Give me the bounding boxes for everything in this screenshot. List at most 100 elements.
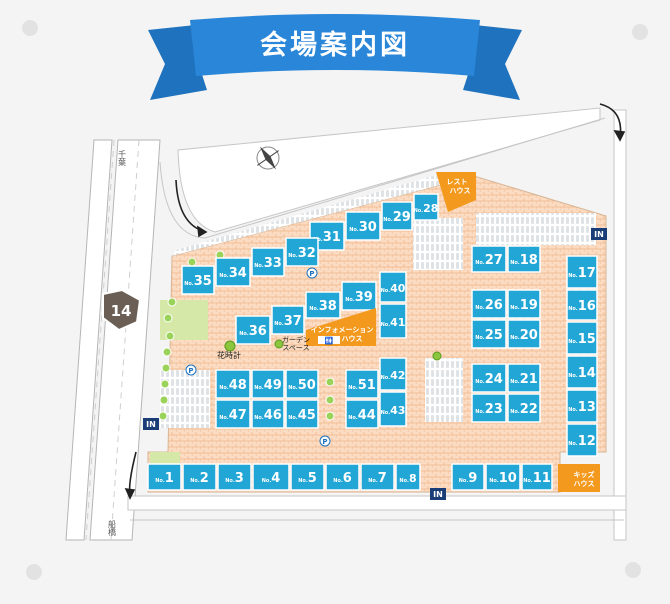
parking-icon: P — [309, 270, 314, 278]
house-no-6[interactable]: No.6 — [325, 463, 360, 491]
house-no-15[interactable]: No.15 — [566, 321, 598, 355]
route-14-sign: 14 — [102, 288, 142, 332]
kids-house[interactable]: キッズハウス — [558, 464, 600, 492]
toward-north-label: 千葉 — [118, 149, 127, 167]
house-number: No.11 — [523, 471, 551, 486]
house-number: No.20 — [510, 328, 538, 343]
highway: 千葉 船橋 — [65, 139, 161, 541]
tree-icon — [159, 395, 169, 405]
house-block — [379, 303, 407, 339]
house-no-27[interactable]: No.27 — [471, 245, 507, 273]
house-block — [566, 321, 598, 355]
house-no-9[interactable]: No.9 — [451, 463, 485, 491]
house-no-44[interactable]: No.44 — [345, 399, 379, 429]
house-block — [251, 399, 285, 429]
house-number: No.10 — [489, 471, 517, 486]
information-house[interactable]: インフォメーションハウス 🚻 — [306, 308, 376, 346]
house-no-26[interactable]: No.26 — [471, 289, 507, 319]
house-no-45[interactable]: No.45 — [285, 399, 319, 429]
corner-dot — [22, 20, 38, 36]
house-block — [305, 291, 341, 319]
house-number: No.25 — [475, 328, 503, 343]
house-block — [290, 463, 325, 491]
tree-icon — [162, 347, 172, 357]
house-number: No.16 — [568, 299, 596, 314]
house-no-12[interactable]: No.12 — [566, 423, 598, 457]
house-block — [251, 369, 285, 399]
entrance-label: IN — [146, 420, 156, 429]
house-no-41[interactable]: No.41 — [379, 303, 407, 339]
house-block — [147, 463, 182, 491]
house-no-23[interactable]: No.23 — [471, 393, 507, 423]
house-block — [566, 355, 598, 389]
house-no-51[interactable]: No.51 — [345, 369, 379, 399]
house-no-2[interactable]: No.2 — [182, 463, 217, 491]
house-no-7[interactable]: No.7 — [360, 463, 395, 491]
house-number: No.14 — [568, 366, 596, 381]
house-number: No.2 — [190, 471, 209, 486]
house-number: No.27 — [475, 253, 503, 268]
house-no-39[interactable]: No.39 — [341, 281, 377, 311]
house-no-18[interactable]: No.18 — [507, 245, 541, 273]
house-block — [251, 247, 285, 277]
house-number: No.49 — [254, 378, 282, 393]
house-no-47[interactable]: No.47 — [215, 399, 251, 429]
house-no-37[interactable]: No.37 — [271, 305, 305, 335]
tree-icon — [325, 377, 335, 387]
house-no-17[interactable]: No.17 — [566, 255, 598, 289]
house-no-29[interactable]: No.29 — [381, 201, 413, 231]
house-no-30[interactable]: No.30 — [345, 211, 381, 241]
house-block — [345, 399, 379, 429]
house-no-1[interactable]: No.1 — [147, 463, 182, 491]
house-block — [566, 289, 598, 321]
house-no-10[interactable]: No.10 — [485, 463, 521, 491]
house-no-38[interactable]: No.38 — [305, 291, 341, 319]
rest-house[interactable]: レストハウス — [436, 172, 476, 212]
house-number: No.40 — [381, 282, 406, 295]
house-no-48[interactable]: No.48 — [215, 369, 251, 399]
house-no-43[interactable]: No.43 — [379, 391, 407, 427]
house-no-16[interactable]: No.16 — [566, 289, 598, 321]
house-no-11[interactable]: No.11 — [521, 463, 553, 491]
house-no-34[interactable]: No.34 — [215, 257, 251, 287]
house-block — [345, 211, 381, 241]
house-no-35[interactable]: No.35 — [181, 265, 215, 295]
house-number: No.44 — [348, 408, 376, 423]
house-number: No.9 — [459, 471, 478, 486]
house-number: No.50 — [288, 378, 316, 393]
house-no-50[interactable]: No.50 — [285, 369, 319, 399]
house-number: No.46 — [254, 408, 282, 423]
tree-icon — [158, 411, 168, 421]
house-no-32[interactable]: No.32 — [285, 237, 319, 267]
house-block — [379, 357, 407, 391]
house-no-5[interactable]: No.5 — [290, 463, 325, 491]
house-no-4[interactable]: No.4 — [252, 463, 290, 491]
house-no-49[interactable]: No.49 — [251, 369, 285, 399]
house-no-19[interactable]: No.19 — [507, 289, 541, 319]
house-no-28[interactable]: No.28 — [413, 193, 439, 221]
house-number: No.47 — [219, 408, 247, 423]
house-block — [215, 399, 251, 429]
house-block — [507, 245, 541, 273]
house-number: No.18 — [510, 253, 538, 268]
house-number: No.15 — [568, 332, 596, 347]
house-no-24[interactable]: No.24 — [471, 363, 507, 393]
house-no-3[interactable]: No.3 — [217, 463, 252, 491]
house-no-25[interactable]: No.25 — [471, 319, 507, 349]
rest-house-label: レストハウス — [447, 178, 471, 195]
house-no-21[interactable]: No.21 — [507, 363, 541, 393]
house-no-20[interactable]: No.20 — [507, 319, 541, 349]
house-no-40[interactable]: No.40 — [379, 271, 407, 303]
house-no-33[interactable]: No.33 — [251, 247, 285, 277]
corner-dot — [625, 562, 641, 578]
house-number: No.51 — [348, 378, 376, 393]
house-no-14[interactable]: No.14 — [566, 355, 598, 389]
house-no-22[interactable]: No.22 — [507, 393, 541, 423]
house-no-46[interactable]: No.46 — [251, 399, 285, 429]
toward-south-label: 船橋 — [108, 519, 117, 537]
house-no-8[interactable]: No.8 — [395, 463, 421, 491]
house-no-42[interactable]: No.42 — [379, 357, 407, 391]
house-no-13[interactable]: No.13 — [566, 389, 598, 423]
house-number: No.33 — [254, 256, 282, 271]
house-no-36[interactable]: No.36 — [235, 315, 271, 345]
